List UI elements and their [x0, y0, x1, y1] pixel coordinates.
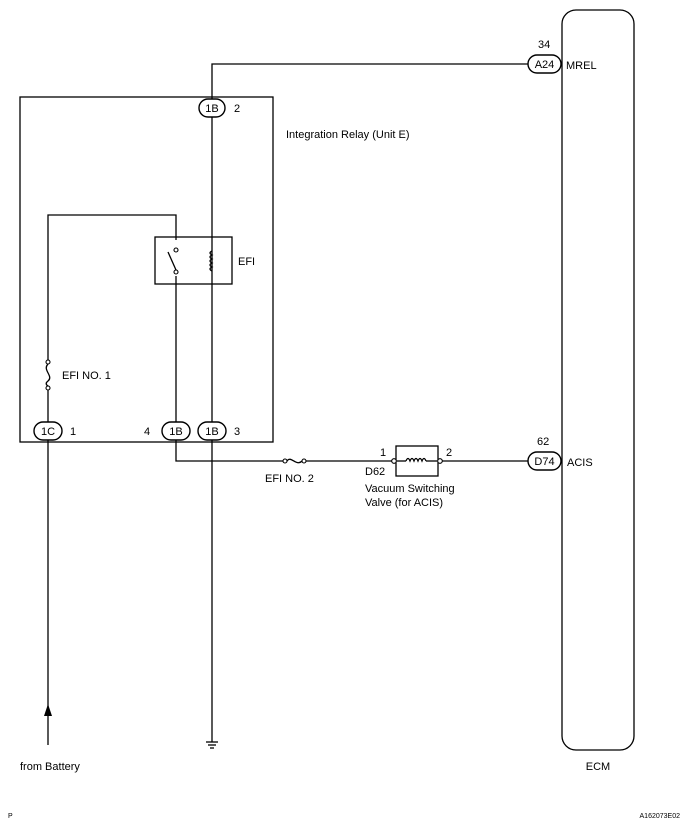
switch-contact-top — [173, 247, 179, 253]
integration-relay: Integration Relay (Unit E) — [19, 96, 410, 443]
fuse1-label: EFI NO. 1 — [62, 370, 111, 382]
connector-1c: 1C 1 — [33, 421, 76, 441]
ecm-outline — [561, 9, 635, 751]
battery-arrow-icon — [44, 704, 52, 716]
relay-title: Integration Relay (Unit E) — [286, 129, 410, 141]
ecm-label: ECM — [586, 761, 610, 773]
efi-no2-fuse: EFI NO. 2 — [265, 458, 314, 485]
vsv-connector: D62 — [365, 466, 385, 478]
fuse2-label: EFI NO. 2 — [265, 473, 314, 485]
vsv-pin-2: 2 — [446, 447, 452, 459]
vsv-label-line1: Vacuum Switching — [365, 483, 455, 495]
vsv-coil-icon — [405, 457, 427, 463]
fuse-icon — [45, 363, 51, 387]
connector-1c-code: 1C — [41, 426, 55, 438]
connector-1b-top-pin: 2 — [234, 103, 240, 115]
switch-blade — [167, 251, 177, 271]
signal-acis: ACIS — [567, 457, 593, 469]
vsv-pin-1: 1 — [380, 447, 386, 459]
footer-left-mark: P — [8, 813, 13, 820]
vsv-terminal-2 — [437, 458, 443, 464]
connector-a24: A24 34 MREL — [527, 39, 597, 74]
coil-label: EFI — [238, 256, 255, 268]
relay-outline — [19, 96, 274, 443]
connector-d74-code: D74 — [534, 456, 554, 468]
coil-icon — [209, 250, 214, 272]
wire-mrel — [211, 63, 528, 99]
switch-contact-bottom — [173, 269, 179, 275]
vsv-terminal-1 — [391, 458, 397, 464]
connector-1c-pin: 1 — [70, 426, 76, 438]
signal-mrel: MREL — [566, 60, 597, 72]
connector-d74-pin: 62 — [537, 436, 549, 448]
connector-1b-top: 1B 2 — [198, 98, 240, 118]
vacuum-switching-valve: 1 2 D62 Vacuum Switching Valve (for ACIS… — [365, 445, 455, 509]
figure-code: A162073E02 — [640, 813, 681, 820]
connector-1b-left: 1B 4 — [144, 421, 191, 441]
ecm-block: ECM — [561, 9, 635, 773]
efi-relay-box — [154, 236, 233, 285]
connector-1b-right: 1B 3 — [197, 421, 240, 441]
vsv-label-line2: Valve (for ACIS) — [365, 497, 443, 509]
connector-1b-right-pin: 3 — [234, 426, 240, 438]
connector-1b-left-pin: 4 — [144, 426, 150, 438]
connector-a24-pin: 34 — [538, 39, 550, 51]
ground-icon — [206, 741, 218, 749]
wires — [47, 63, 528, 745]
connector-1b-left-code: 1B — [169, 426, 182, 438]
connector-a24-code: A24 — [535, 59, 555, 71]
connector-1b-right-code: 1B — [205, 426, 218, 438]
connector-1b-top-code: 1B — [205, 103, 218, 115]
fuse2-icon — [286, 458, 303, 464]
wire-efi2-in — [175, 440, 283, 462]
efi-no1-fuse: EFI NO. 1 — [42, 359, 111, 391]
connector-d74: D74 62 ACIS — [527, 436, 593, 471]
wire-switch-feed — [47, 214, 177, 422]
battery-label: from Battery — [20, 761, 80, 773]
efi-relay: EFI — [154, 236, 255, 285]
